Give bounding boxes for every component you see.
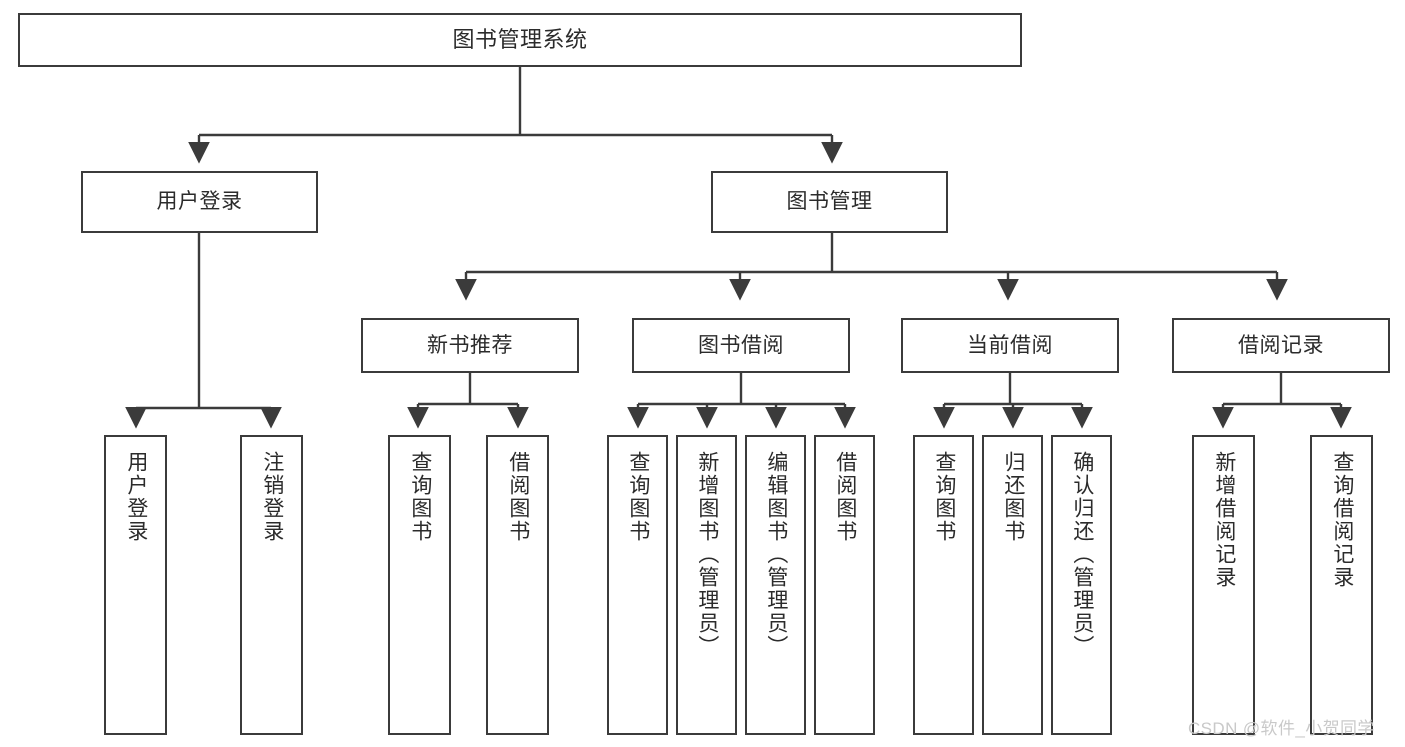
node-book-manage-label: 图书管理 — [786, 190, 873, 214]
leaf-confirm-return-label: 确认归还（管理员） — [1070, 451, 1094, 658]
node-new-book-recommend-label: 新书推荐 — [427, 333, 513, 357]
node-current-borrow-label: 当前借阅 — [967, 333, 1053, 357]
node-root-label: 图书管理系统 — [452, 26, 588, 52]
leaf-query-record-label: 查询借阅记录 — [1330, 451, 1354, 589]
leaf-query-book-3-label: 查询图书 — [932, 451, 956, 543]
leaf-query-book-1[interactable]: 查询图书 — [388, 435, 451, 735]
node-book-borrow-label: 图书借阅 — [698, 333, 784, 357]
leaf-query-book-2[interactable]: 查询图书 — [607, 435, 668, 735]
node-book-borrow[interactable]: 图书借阅 — [632, 318, 850, 373]
leaf-confirm-return[interactable]: 确认归还（管理员） — [1051, 435, 1112, 735]
csdn-watermark: CSDN @软件_小贺同学 — [1188, 719, 1375, 738]
leaf-user-login-label: 用户登录 — [124, 451, 148, 543]
leaf-add-book[interactable]: 新增图书（管理员） — [676, 435, 737, 735]
node-root[interactable]: 图书管理系统 — [18, 13, 1022, 67]
leaf-query-record[interactable]: 查询借阅记录 — [1310, 435, 1373, 735]
node-user-login[interactable]: 用户登录 — [81, 171, 318, 233]
leaf-borrow-book-2-label: 借阅图书 — [833, 451, 857, 543]
node-book-manage[interactable]: 图书管理 — [711, 171, 948, 233]
node-user-login-label: 用户登录 — [156, 190, 243, 214]
leaf-borrow-book-1-label: 借阅图书 — [506, 451, 530, 543]
leaf-borrow-book-2[interactable]: 借阅图书 — [814, 435, 875, 735]
leaf-logout[interactable]: 注销登录 — [240, 435, 303, 735]
leaf-add-record[interactable]: 新增借阅记录 — [1192, 435, 1255, 735]
leaf-logout-label: 注销登录 — [260, 451, 284, 543]
leaf-borrow-book-1[interactable]: 借阅图书 — [486, 435, 549, 735]
leaf-return-book[interactable]: 归还图书 — [982, 435, 1043, 735]
leaf-query-book-3[interactable]: 查询图书 — [913, 435, 974, 735]
node-borrow-record-label: 借阅记录 — [1238, 333, 1324, 357]
leaf-edit-book-label: 编辑图书（管理员） — [764, 451, 788, 658]
leaf-query-book-1-label: 查询图书 — [408, 451, 432, 543]
node-borrow-record[interactable]: 借阅记录 — [1172, 318, 1390, 373]
leaf-edit-book[interactable]: 编辑图书（管理员） — [745, 435, 806, 735]
leaf-return-book-label: 归还图书 — [1001, 451, 1025, 543]
leaf-add-book-label: 新增图书（管理员） — [695, 451, 719, 658]
node-current-borrow[interactable]: 当前借阅 — [901, 318, 1119, 373]
leaf-user-login[interactable]: 用户登录 — [104, 435, 167, 735]
leaf-query-book-2-label: 查询图书 — [626, 451, 650, 543]
leaf-add-record-label: 新增借阅记录 — [1212, 451, 1236, 589]
node-new-book-recommend[interactable]: 新书推荐 — [361, 318, 579, 373]
